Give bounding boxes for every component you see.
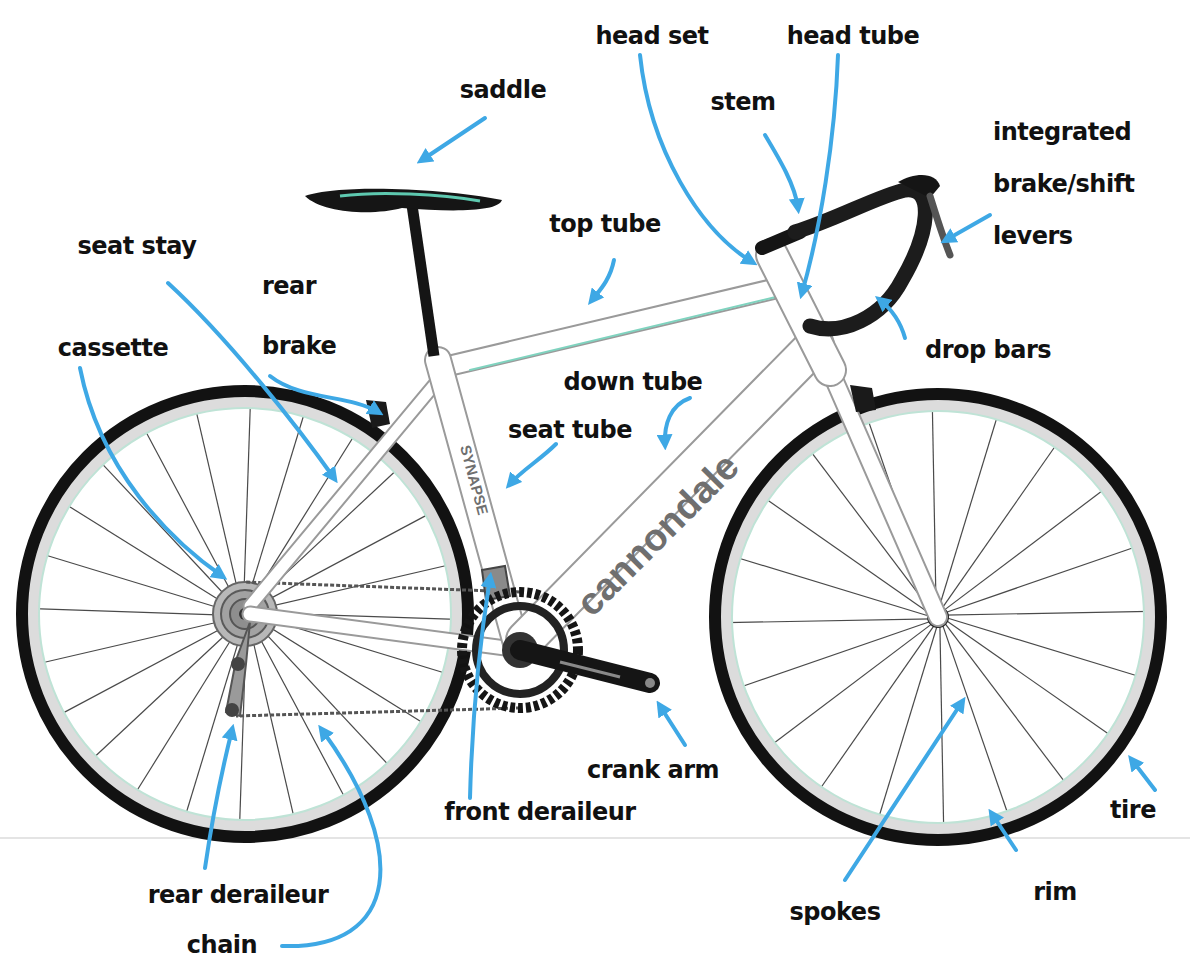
leader-arrow bbox=[946, 215, 990, 240]
part-label: stem bbox=[710, 88, 775, 117]
head-tube bbox=[772, 255, 830, 370]
top-tube bbox=[440, 285, 790, 368]
leader-arrow bbox=[270, 376, 378, 412]
rear-derailleur bbox=[225, 622, 250, 717]
part-label: seat tube bbox=[508, 416, 632, 445]
crank-arm bbox=[520, 650, 650, 683]
leader-arrow bbox=[80, 368, 222, 576]
pulley bbox=[231, 657, 245, 671]
part-label: cassette bbox=[58, 334, 169, 363]
rear-brake bbox=[366, 400, 390, 428]
part-label: rear deraileur bbox=[148, 881, 329, 910]
part-label: chain bbox=[187, 931, 257, 960]
part-label: head set bbox=[595, 22, 708, 51]
fork bbox=[830, 370, 938, 617]
crankset bbox=[462, 592, 655, 708]
part-label: down tube bbox=[564, 368, 703, 397]
chain bbox=[236, 708, 520, 716]
brake-hood bbox=[898, 175, 940, 198]
fork bbox=[830, 370, 938, 617]
down-tube bbox=[525, 345, 815, 640]
leader-arrow bbox=[282, 730, 380, 946]
leader-arrow bbox=[1132, 760, 1155, 790]
leader-arrow bbox=[470, 578, 490, 798]
leader-arrow bbox=[880, 300, 905, 338]
part-label: spokes bbox=[790, 898, 881, 927]
front-brake bbox=[850, 385, 876, 412]
part-label: rim bbox=[1033, 878, 1077, 907]
frame-stripe bbox=[470, 296, 780, 370]
seat-post bbox=[412, 205, 434, 356]
part-label: tire bbox=[1110, 796, 1156, 825]
frame-decal: SYNAPSE bbox=[456, 443, 492, 517]
part-label: head tube bbox=[787, 22, 920, 51]
pedal-axle bbox=[645, 678, 655, 688]
part-label: front deraileur bbox=[444, 798, 635, 827]
saddle-stripe bbox=[340, 194, 480, 201]
part-label: crank arm bbox=[587, 756, 719, 785]
leader-arrow bbox=[665, 398, 690, 444]
leader-arrow bbox=[510, 444, 556, 484]
leader-arrow bbox=[765, 135, 798, 208]
part-label: seat stay bbox=[78, 232, 197, 261]
seat-tube bbox=[438, 360, 515, 640]
brake-lever bbox=[930, 196, 950, 255]
top-tube bbox=[440, 285, 790, 368]
part-label: integrated brake/shift levers bbox=[993, 106, 1188, 262]
leader-arrow bbox=[422, 118, 485, 160]
leader-arrow bbox=[660, 706, 685, 745]
chain bbox=[245, 582, 520, 592]
drop-bars bbox=[795, 190, 925, 329]
saddle bbox=[305, 189, 502, 212]
frame-decal: cannondale bbox=[567, 444, 749, 626]
seat-tube bbox=[438, 360, 515, 640]
leader-arrow bbox=[845, 702, 962, 880]
ground-line bbox=[0, 837, 1190, 839]
derailleur-cage bbox=[226, 622, 250, 716]
leader-arrow bbox=[992, 814, 1016, 850]
leader-arrow bbox=[592, 260, 614, 300]
frame bbox=[250, 255, 938, 650]
crank-decal bbox=[560, 662, 620, 677]
part-label: top tube bbox=[549, 210, 661, 239]
leader-arrow bbox=[802, 55, 838, 293]
part-label: drop bars bbox=[925, 336, 1051, 365]
head-tube bbox=[772, 255, 830, 370]
down-tube bbox=[525, 345, 815, 640]
leader-arrow bbox=[205, 730, 232, 868]
leader-arrow bbox=[168, 283, 334, 478]
pulley bbox=[225, 703, 239, 717]
part-label: saddle bbox=[460, 76, 546, 105]
part-label: rear brake bbox=[262, 256, 357, 376]
